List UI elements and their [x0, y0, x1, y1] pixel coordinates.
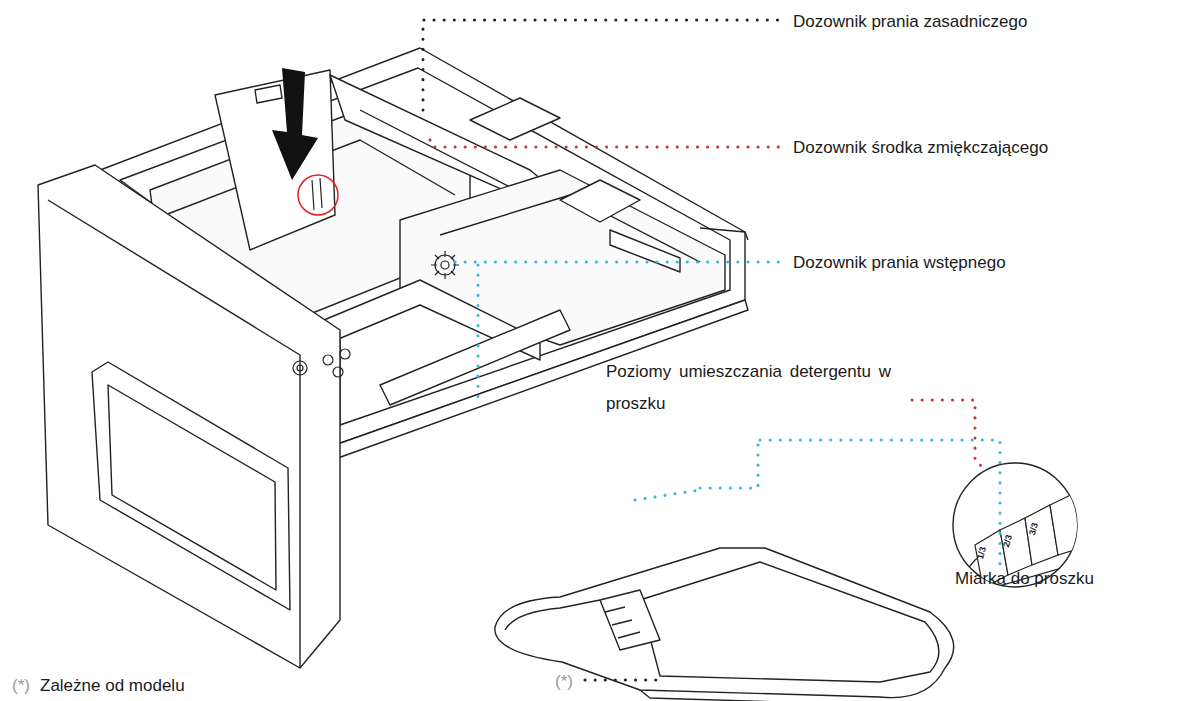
part-label: Dozownik środka zmiękczającego — [793, 132, 1048, 164]
footnote-mark: (*) — [12, 670, 30, 701]
part-label: Poziomy umieszczania detergentu w proszk… — [606, 356, 891, 421]
insert-arrow — [272, 68, 318, 180]
leader-line — [423, 20, 1000, 680]
part-label: Zależne od modelu — [40, 670, 185, 701]
star-symbol — [293, 251, 459, 377]
softener-siphon — [312, 178, 322, 210]
footnote-mark: (*) — [555, 666, 573, 698]
part-label: Dozownik prania zasadniczego — [793, 6, 1027, 38]
part-label: Miarka do proszku — [955, 563, 1094, 595]
powder-scoop — [495, 548, 954, 701]
highlight-circle — [298, 175, 338, 215]
part-label: Dozownik prania wstępnego — [793, 247, 1006, 279]
